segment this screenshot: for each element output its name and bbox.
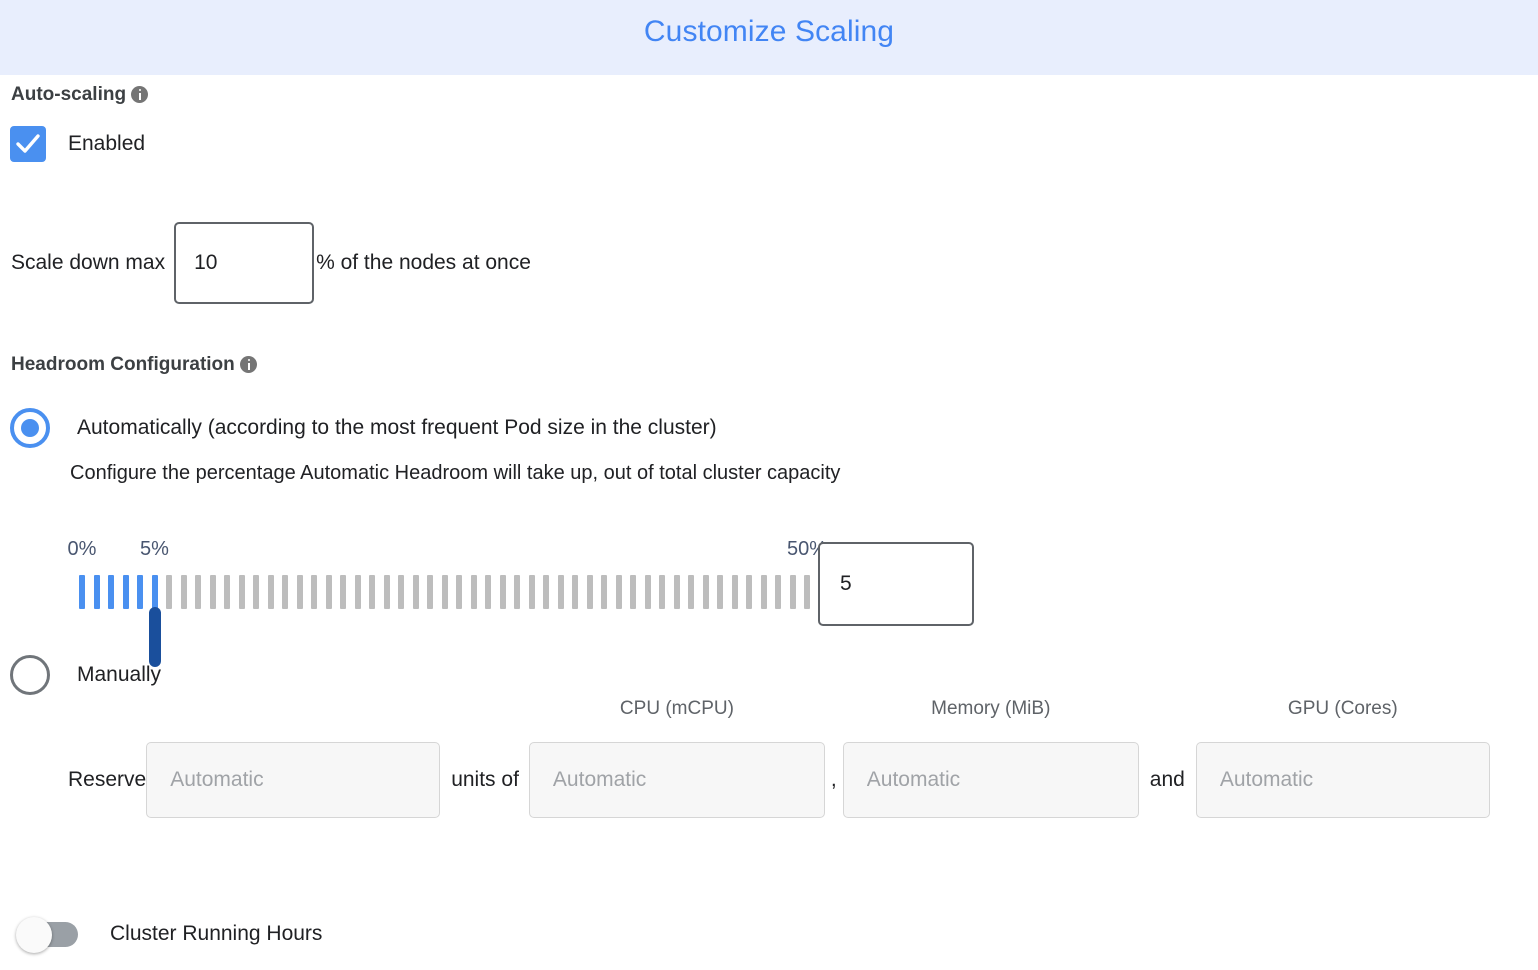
gpu-cores-input[interactable]: [1195, 742, 1490, 818]
toggle-knob[interactable]: [16, 917, 52, 953]
headroom-section-text: Headroom Configuration: [11, 354, 235, 375]
slider-tick[interactable]: [789, 575, 796, 609]
autoscaling-enabled-checkbox[interactable]: [10, 126, 46, 162]
radio-automatically[interactable]: [10, 408, 50, 448]
slider-tick[interactable]: [398, 575, 404, 609]
slider-tick[interactable]: [673, 575, 680, 609]
slider-tick[interactable]: [470, 575, 477, 609]
radio-manually-label: Manually: [77, 663, 162, 686]
slider-tick[interactable]: [615, 575, 622, 609]
slider-tick[interactable]: [804, 575, 810, 609]
slider-tick[interactable]: [137, 575, 143, 609]
slider-tick[interactable]: [514, 575, 520, 609]
radio-automatically-label: Automatically (according to the most fre…: [77, 416, 717, 439]
slider-tick[interactable]: [557, 575, 564, 609]
page-title: Customize Scaling: [643, 14, 895, 48]
and-separator: and: [1149, 768, 1185, 791]
slider-tick[interactable]: [296, 575, 303, 609]
manual-reserve-row: Reserve units of , and: [68, 742, 1490, 818]
slider-tick[interactable]: [224, 575, 230, 609]
slider-tick[interactable]: [586, 575, 593, 609]
scale-down-max-suffix: % of the nodes at once: [316, 251, 531, 274]
slider-tick[interactable]: [122, 575, 129, 609]
cpu-column-label: CPU (mCPU): [619, 698, 734, 719]
slider-tick[interactable]: [369, 575, 375, 609]
slider-tick[interactable]: [166, 575, 172, 609]
slider-tick[interactable]: [543, 575, 549, 609]
cluster-running-hours-row[interactable]: Cluster Running Hours: [16, 917, 323, 953]
slider-tick[interactable]: [485, 575, 491, 609]
slider-tick[interactable]: [311, 575, 317, 609]
headroom-automatic-description: Configure the percentage Automatic Headr…: [70, 462, 841, 484]
slider-tick[interactable]: [209, 575, 216, 609]
slider-tick[interactable]: [267, 575, 274, 609]
slider-min-label: 0%: [67, 538, 97, 560]
cluster-running-hours-label: Cluster Running Hours: [110, 922, 323, 945]
reserve-units-input[interactable]: [146, 742, 441, 818]
page-header: Customize Scaling: [0, 0, 1538, 75]
slider-tick[interactable]: [644, 575, 651, 609]
slider-tick[interactable]: [79, 575, 85, 609]
slider-tick[interactable]: [412, 575, 419, 609]
slider-tick[interactable]: [325, 575, 332, 609]
slider-tick[interactable]: [383, 575, 390, 609]
slider-tick[interactable]: [746, 575, 752, 609]
autoscaling-enabled-row[interactable]: Enabled: [10, 126, 145, 162]
memory-column-label: Memory (MiB): [931, 698, 1051, 719]
checkmark-icon: [16, 134, 40, 153]
slider-track[interactable]: [79, 575, 810, 667]
slider-tick[interactable]: [108, 575, 114, 609]
autoscaling-section-text: Auto-scaling: [11, 84, 127, 105]
scale-down-max-row: Scale down max % of the nodes at once: [11, 222, 531, 304]
slider-tick[interactable]: [499, 575, 506, 609]
slider-tick[interactable]: [195, 575, 201, 609]
slider-tick[interactable]: [354, 575, 361, 609]
info-icon[interactable]: [131, 86, 149, 104]
reserve-label: Reserve: [68, 768, 147, 791]
slider-tick[interactable]: [93, 575, 100, 609]
slider-tick[interactable]: [528, 575, 535, 609]
slider-tick[interactable]: [456, 575, 462, 609]
info-icon[interactable]: [240, 356, 258, 374]
scale-down-max-label: Scale down max: [11, 251, 166, 274]
manual-field-labels: CPU (mCPU) Memory (MiB) GPU (Cores): [0, 698, 1538, 724]
slider-tick[interactable]: [688, 575, 694, 609]
slider-tick[interactable]: [427, 575, 433, 609]
autoscaling-section-label: Auto-scaling: [11, 84, 149, 106]
units-of-text: units of: [451, 768, 519, 791]
headroom-percentage-slider[interactable]: 0% 5% 50%: [0, 530, 1538, 667]
slider-value-field: [818, 542, 974, 626]
comma-separator: ,: [830, 768, 837, 791]
gpu-column-label: GPU (Cores): [1287, 698, 1398, 719]
slider-tick[interactable]: [659, 575, 665, 609]
scale-down-max-input[interactable]: [174, 222, 315, 304]
cpu-mcpu-input[interactable]: [528, 742, 825, 818]
headroom-option-automatically[interactable]: Automatically (according to the most fre…: [10, 408, 717, 448]
headroom-percentage-input[interactable]: [818, 542, 974, 626]
headroom-section-label: Headroom Configuration: [11, 354, 258, 376]
slider-tick[interactable]: [775, 575, 781, 609]
memory-mib-input[interactable]: [842, 742, 1139, 818]
autoscaling-enabled-label: Enabled: [68, 132, 146, 155]
slider-tick[interactable]: [282, 575, 288, 609]
cluster-running-hours-toggle[interactable]: [16, 917, 78, 953]
slider-tick[interactable]: [630, 575, 636, 609]
slider-tick[interactable]: [760, 575, 767, 609]
slider-tick[interactable]: [601, 575, 607, 609]
slider-tick[interactable]: [572, 575, 578, 609]
radio-manually[interactable]: [10, 655, 50, 695]
slider-max-label: 50%: [786, 538, 828, 560]
slider-tick[interactable]: [180, 575, 187, 609]
slider-tick[interactable]: [717, 575, 723, 609]
slider-tick[interactable]: [151, 575, 158, 609]
slider-current-label: 5%: [140, 538, 169, 560]
slider-tick[interactable]: [702, 575, 709, 609]
slider-tick[interactable]: [731, 575, 738, 609]
slider-tick[interactable]: [441, 575, 448, 609]
slider-tick[interactable]: [238, 575, 245, 609]
headroom-option-manually[interactable]: Manually: [10, 655, 161, 695]
slider-tick[interactable]: [253, 575, 259, 609]
slider-thumb[interactable]: [148, 607, 161, 667]
slider-tick[interactable]: [340, 575, 346, 609]
